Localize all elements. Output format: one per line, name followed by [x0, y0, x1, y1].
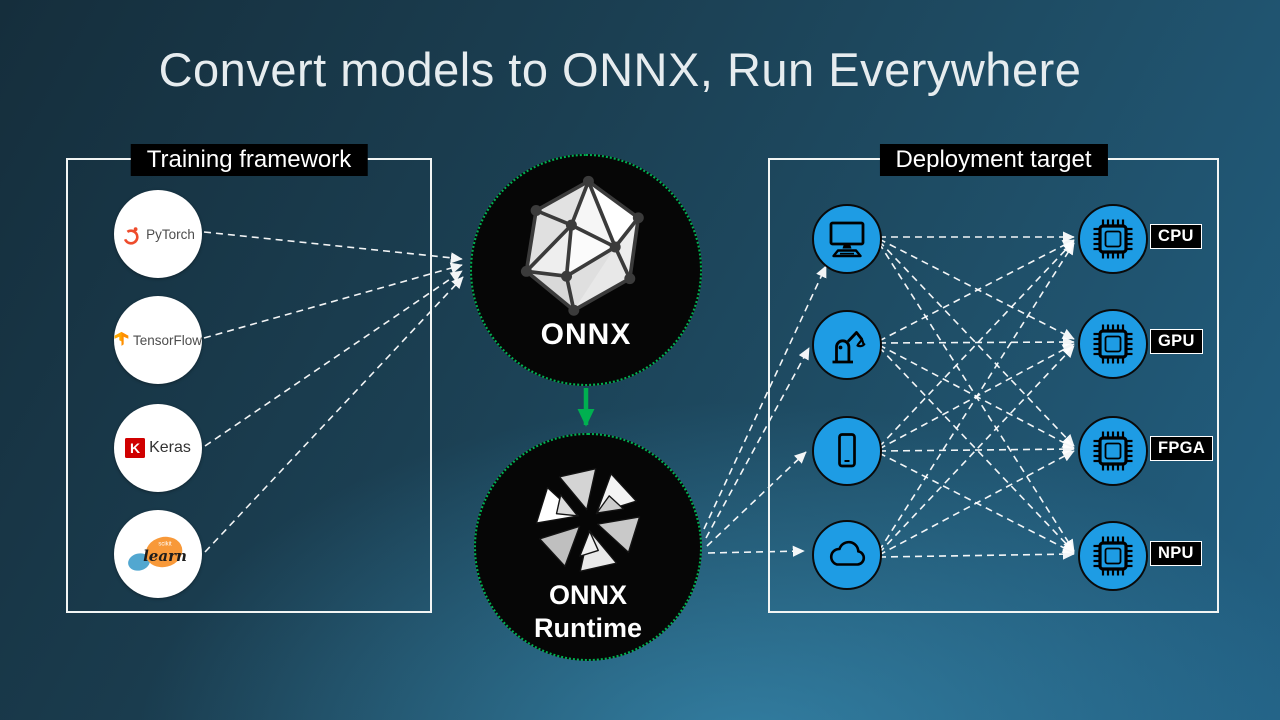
tensorflow-logo: TensorFlow [114, 296, 202, 384]
chip-cpu [1078, 204, 1148, 274]
scikit-learn-logo: scikit learn [114, 510, 202, 598]
device-desktop [812, 204, 882, 274]
npu-label: NPU [1150, 541, 1202, 566]
onnx-icosahedron-icon [520, 175, 644, 316]
onnx-node: ONNX [470, 154, 702, 386]
slide-title: Convert models to ONNX, Run Everywhere [158, 43, 1082, 96]
mobile-phone-icon [838, 433, 856, 468]
pytorch-flame-icon [123, 226, 139, 245]
sklearn-text-bottom: learn [143, 547, 187, 565]
pytorch-logo: PyTorch [114, 190, 202, 278]
deployment-target-box: Deployment target [768, 144, 1219, 613]
keras-label: Keras [149, 439, 191, 456]
cpu-label: CPU [1150, 224, 1202, 249]
onnx-runtime-label: ONNX Runtime [476, 579, 700, 645]
onnx-runtime-node: ONNX Runtime [474, 433, 702, 661]
keras-logo: K Keras [114, 404, 202, 492]
training-framework-box: Training framework [66, 144, 432, 613]
cloud-icon [829, 540, 866, 566]
onnx-runtime-pinwheel-icon [535, 468, 641, 572]
tensorflow-tf-icon [114, 331, 129, 346]
keras-letter: K [130, 440, 140, 456]
device-mobile [812, 416, 882, 486]
chip-npu [1078, 521, 1148, 591]
onnx-runtime-label-line2: Runtime [534, 613, 642, 644]
onnx-runtime-label-line1: ONNX [548, 580, 627, 611]
chip-fpga [1078, 416, 1148, 486]
cpu-chip-icon [1093, 219, 1133, 259]
keras-k-icon: K [125, 438, 146, 458]
pytorch-label: PyTorch [146, 226, 195, 242]
device-cloud [812, 520, 882, 590]
gpu-chip-icon [1093, 324, 1133, 364]
robot-arm-icon [832, 331, 866, 364]
onnx-label: ONNX [540, 318, 632, 351]
scikit-learn-icon: scikit learn [128, 536, 187, 571]
chip-gpu [1078, 309, 1148, 379]
sklearn-text-top: scikit [158, 542, 172, 548]
npu-chip-icon [1093, 536, 1133, 576]
training-framework-label: Training framework [130, 144, 368, 176]
tensorflow-label: TensorFlow [132, 332, 202, 348]
desktop-computer-icon [829, 221, 865, 258]
device-robot [812, 310, 882, 380]
deployment-target-label: Deployment target [879, 144, 1108, 176]
gpu-label: GPU [1150, 329, 1203, 354]
fpga-chip-icon [1093, 431, 1133, 471]
fpga-label: FPGA [1150, 436, 1214, 461]
